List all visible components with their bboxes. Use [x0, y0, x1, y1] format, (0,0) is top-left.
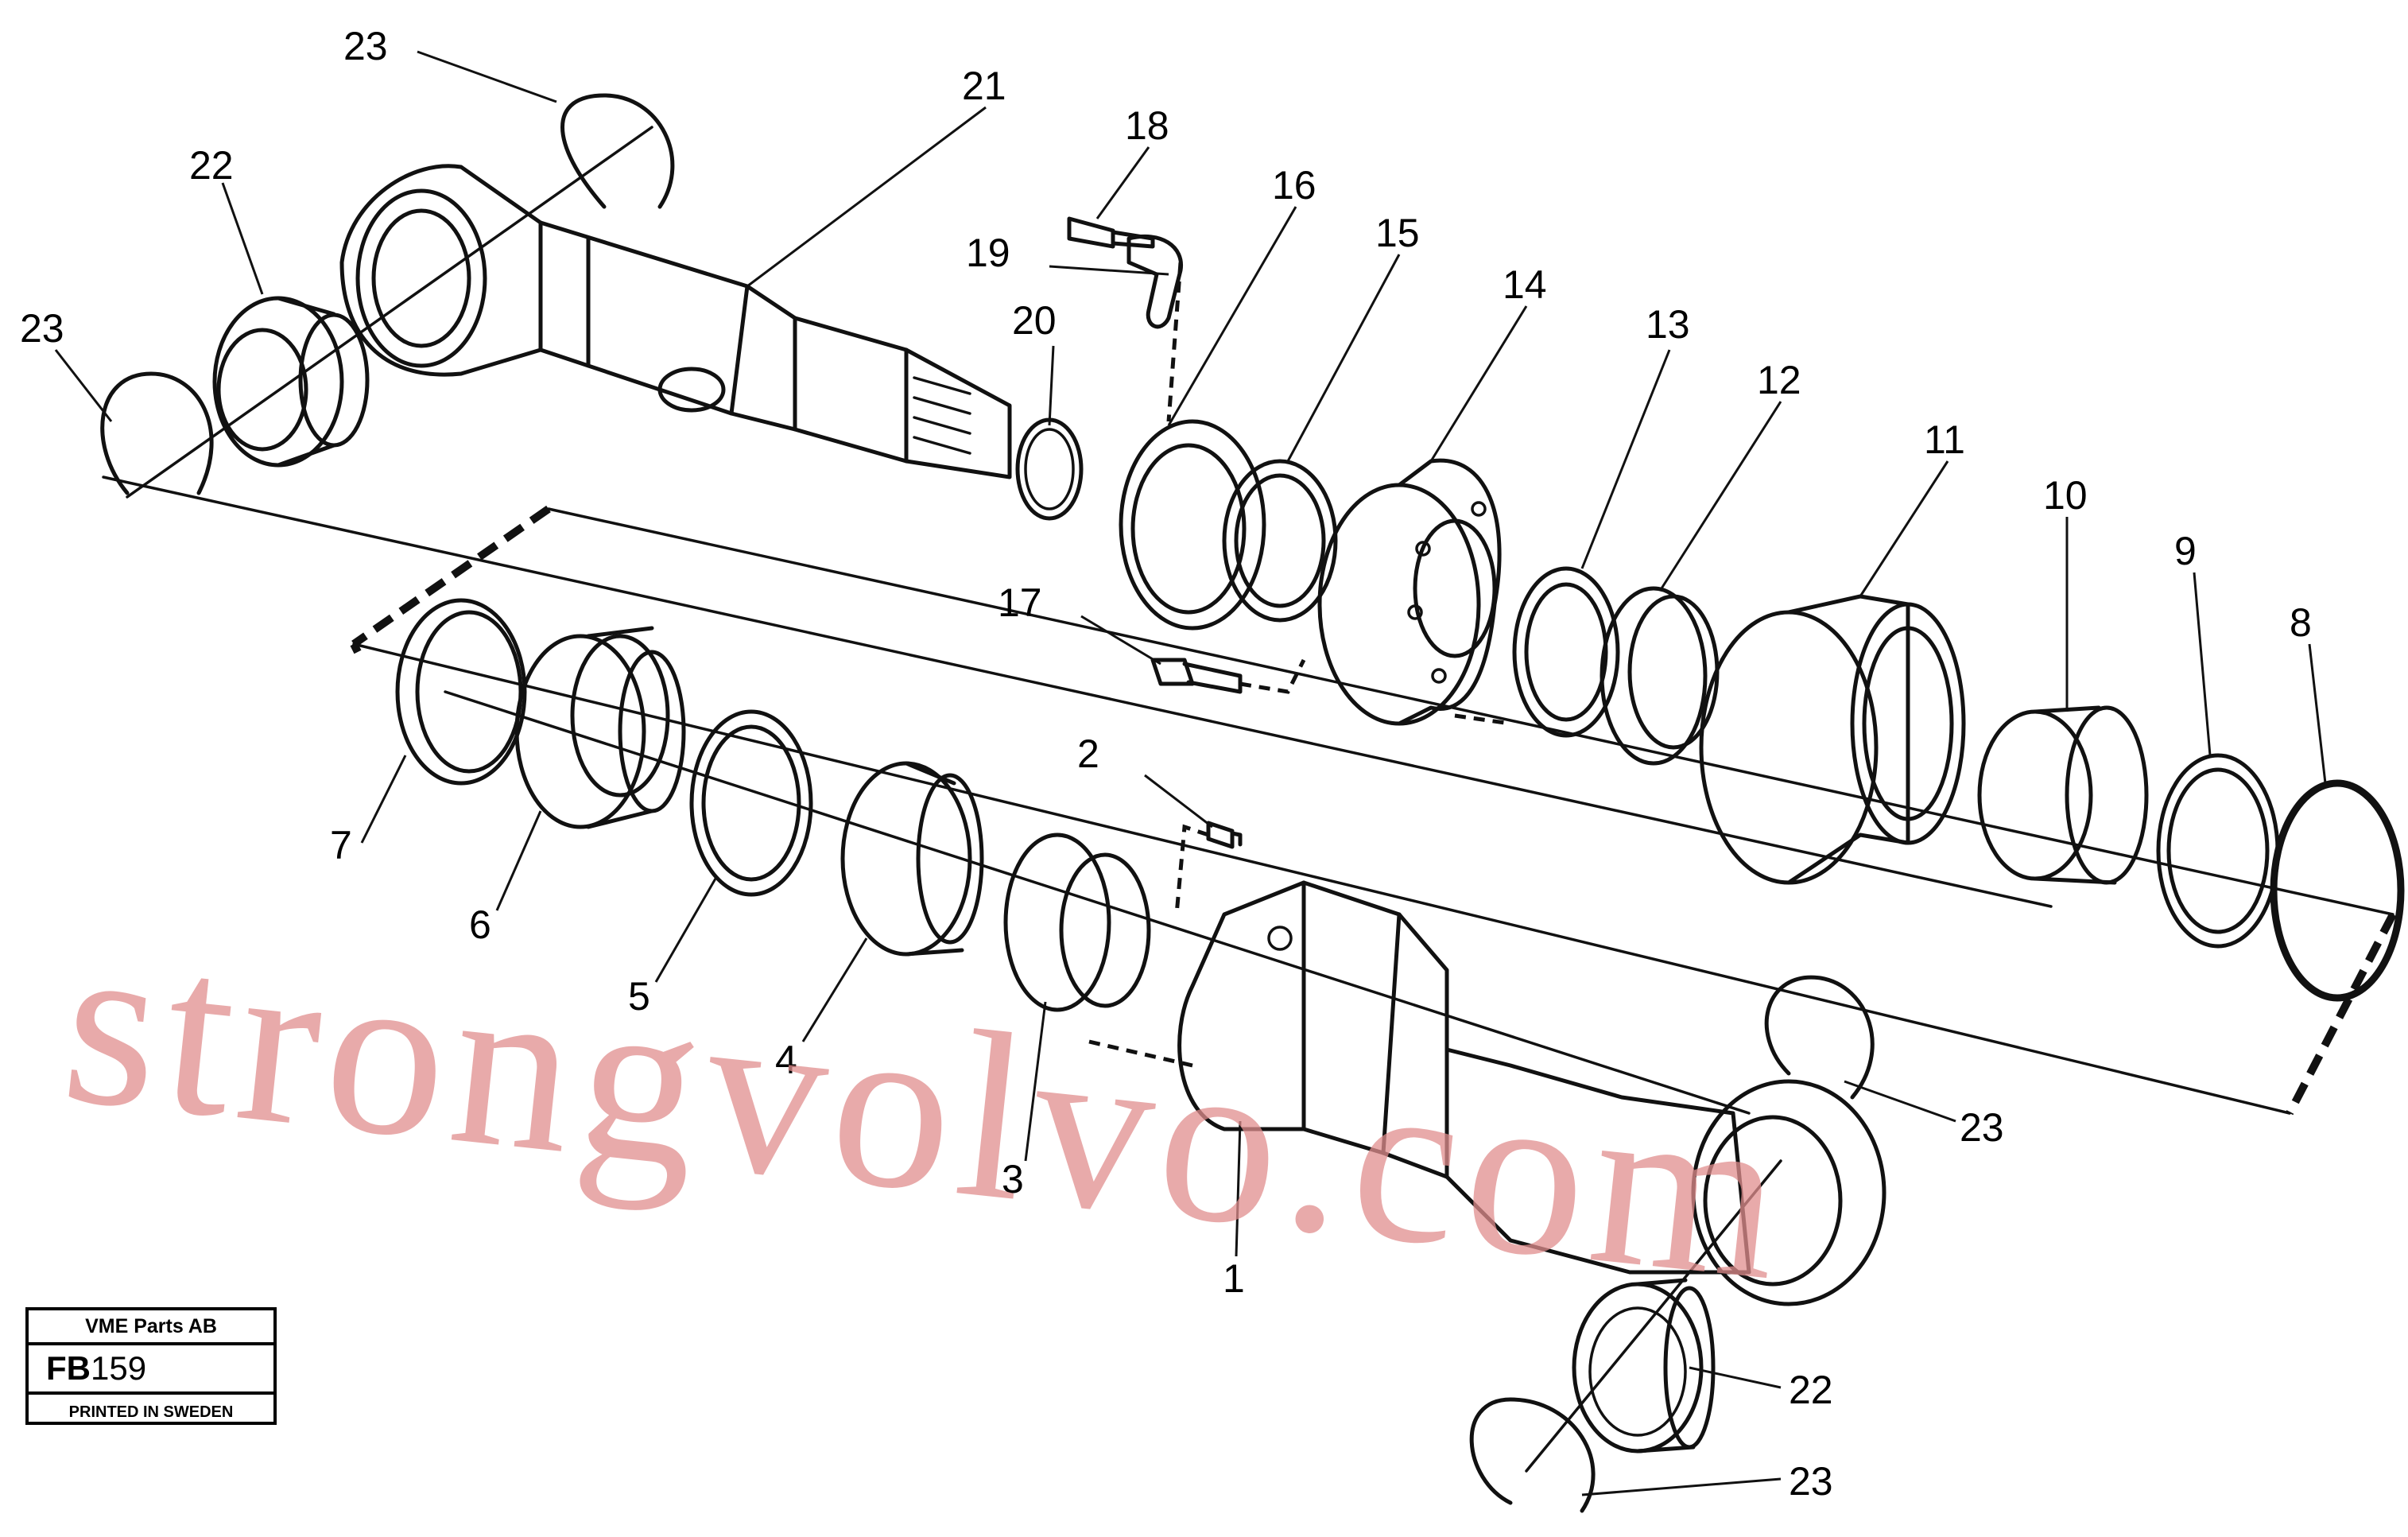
callout-23-top: 23 — [343, 24, 388, 68]
callout-13: 13 — [1646, 302, 1690, 347]
upper-left-axis-line — [126, 126, 653, 499]
ring-8 — [2270, 779, 2405, 1002]
leader-lines — [54, 50, 2327, 1496]
circlip-23-right — [1764, 975, 1875, 1100]
seal-7 — [395, 598, 527, 786]
callout-19: 19 — [966, 231, 1010, 275]
callout-6: 6 — [469, 902, 491, 947]
ring-13 — [1512, 566, 1620, 738]
callout-labels: 23 21 22 23 18 16 15 19 14 20 13 12 11 1… — [20, 24, 2312, 1504]
bushing-4 — [840, 761, 984, 957]
flange-16 — [1119, 419, 1266, 631]
callout-7: 7 — [330, 823, 352, 867]
nipple-2 — [1206, 821, 1243, 849]
callout-14: 14 — [1503, 262, 1547, 307]
callout-10: 10 — [2043, 473, 2088, 518]
oring-20 — [1015, 417, 1084, 521]
circlip-23-top — [560, 93, 675, 209]
callout-15: 15 — [1375, 211, 1420, 255]
callout-21: 21 — [962, 64, 1006, 108]
callout-23-right: 23 — [1960, 1105, 2004, 1150]
ring-9 — [2156, 753, 2280, 949]
callout-11: 11 — [1924, 417, 1965, 462]
callout-23-bottom: 23 — [1789, 1459, 1833, 1504]
callout-4: 4 — [775, 1038, 797, 1082]
drawing-code-number: 159 — [91, 1349, 147, 1387]
lock-plate-19 — [1126, 234, 1184, 329]
seal-3 — [1003, 833, 1151, 1012]
seal-5 — [689, 709, 813, 897]
print-footer: PRINTED IN SWEDEN — [68, 1403, 234, 1421]
callout-8: 8 — [2290, 600, 2312, 645]
callout-18: 18 — [1125, 103, 1169, 148]
callout-5: 5 — [628, 974, 650, 1019]
drawing-code: FB159 — [29, 1345, 273, 1395]
piston-rod-21 — [339, 164, 1012, 479]
callout-1: 1 — [1223, 1256, 1245, 1301]
callout-2: 2 — [1077, 732, 1099, 776]
circlip-23-left — [100, 371, 214, 495]
callout-22-left: 22 — [189, 143, 234, 188]
upper-axis-line — [102, 475, 2053, 908]
callout-23-left: 23 — [20, 306, 64, 351]
guide-ring-6 — [514, 626, 686, 829]
screw-17 — [1150, 658, 1243, 694]
callout-3: 3 — [1002, 1157, 1024, 1201]
cylinder-head-14 — [1317, 458, 1502, 726]
circlip-23-bottom — [1469, 1397, 1596, 1513]
company-name: VME Parts AB — [29, 1310, 273, 1345]
bearing-22-left — [212, 296, 370, 468]
piston-11 — [1699, 594, 1966, 885]
callout-9: 9 — [2174, 529, 2197, 573]
drawing-code-prefix: FB — [46, 1349, 91, 1387]
lower-axis-line — [444, 690, 1751, 1115]
screw-18 — [1067, 216, 1155, 249]
seal-15 — [1222, 459, 1338, 623]
callout-20: 20 — [1012, 298, 1057, 343]
callout-12: 12 — [1757, 358, 1801, 402]
bushing-10 — [1977, 705, 2149, 885]
title-block: VME Parts AB FB159 PRINTED IN SWEDEN — [25, 1307, 277, 1425]
callout-16: 16 — [1272, 163, 1316, 208]
cylinder-tube-1 — [1177, 880, 1886, 1306]
callout-22-bottom: 22 — [1789, 1368, 1833, 1412]
callout-17: 17 — [998, 580, 1042, 625]
bearing-22-bottom — [1572, 1278, 1716, 1454]
